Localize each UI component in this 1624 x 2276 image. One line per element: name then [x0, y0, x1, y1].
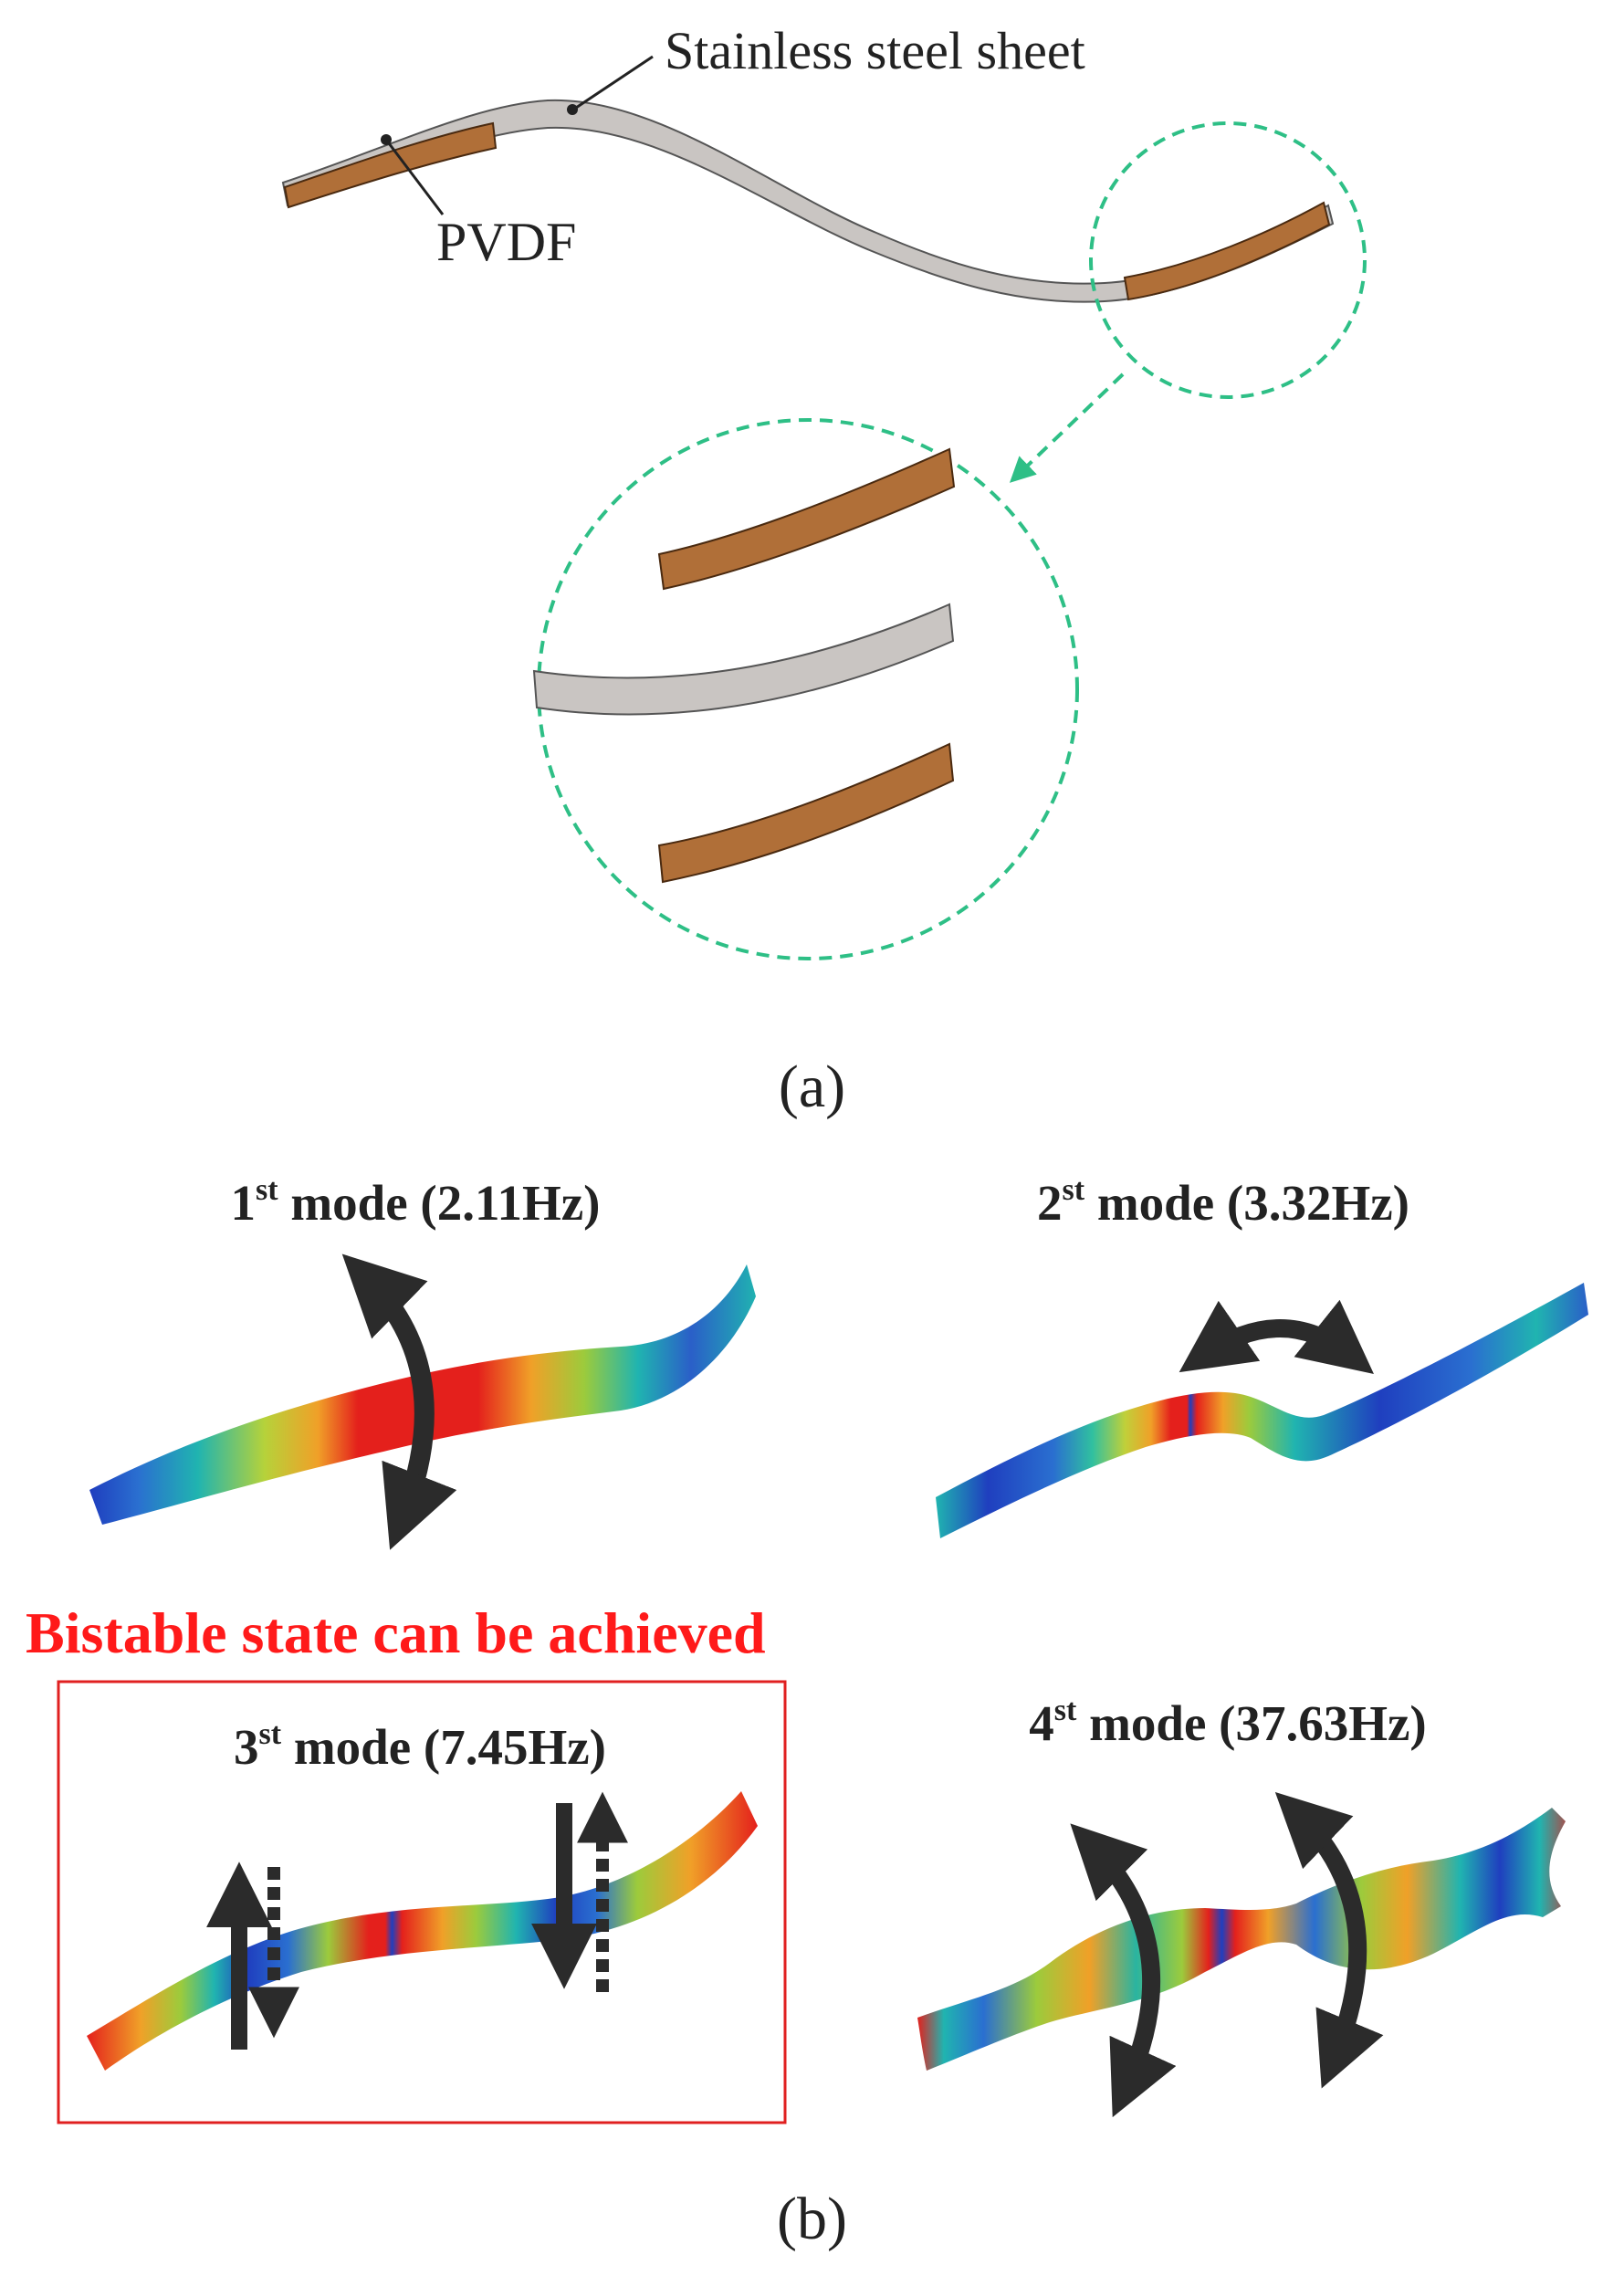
bistable-highlight-box: [57, 1680, 787, 2124]
steel-label: Stainless steel sheet: [665, 21, 1085, 80]
mode-2-title: 2st mode (3.32Hz): [1037, 1173, 1409, 1231]
mode-1-arrow: [341, 1253, 457, 1550]
steel-leader-dot: [567, 104, 578, 115]
mode-2-beam: [936, 1283, 1588, 1538]
zoom-source-circle: [1089, 121, 1367, 399]
mode-4-arrow-right: [1274, 1791, 1384, 2089]
mode-4-beam: [917, 1808, 1566, 2071]
steel-leader-line: [570, 55, 654, 113]
exploded-pvdf-top: [657, 447, 956, 591]
mode-4: 4st mode (37.63Hz): [917, 1694, 1566, 2118]
mode-4-title: 4st mode (37.63Hz): [1029, 1694, 1426, 1751]
mode-2: 2st mode (3.32Hz): [936, 1173, 1588, 1538]
panel-a: Stainless steel sheet PVDF (a): [281, 21, 1367, 1120]
bistable-note: Bistable state can be achieved: [26, 1600, 766, 1665]
mode-1-title: 1st mode (2.11Hz): [231, 1173, 601, 1231]
pvdf-leader-dot: [381, 134, 392, 145]
mode-2-arrow: [1179, 1299, 1374, 1374]
pvdf-label: PVDF: [436, 212, 576, 272]
pvdf-patch-left: [283, 121, 498, 209]
steel-sheet: [281, 99, 1335, 303]
caption-b: (b): [777, 2186, 847, 2252]
mode-1: 1st mode (2.11Hz): [89, 1173, 756, 1550]
panel-b: 1st mode (2.11Hz) 2st mode (3.32Hz) Bist…: [26, 1173, 1588, 2252]
pvdf-patch-right: [1123, 201, 1331, 301]
mode-3-title: 3st mode (7.45Hz): [234, 1717, 606, 1775]
pvdf-leader-line: [384, 139, 445, 215]
exploded-steel: [532, 603, 955, 716]
exploded-pvdf-bottom: [657, 742, 955, 884]
caption-a: (a): [779, 1054, 845, 1120]
mode-4-arrow-left: [1070, 1823, 1177, 2118]
mode-3-beam: [87, 1791, 758, 2071]
zoom-arrow: [1009, 372, 1125, 483]
mode-3: 3st mode (7.45Hz): [87, 1717, 758, 2071]
